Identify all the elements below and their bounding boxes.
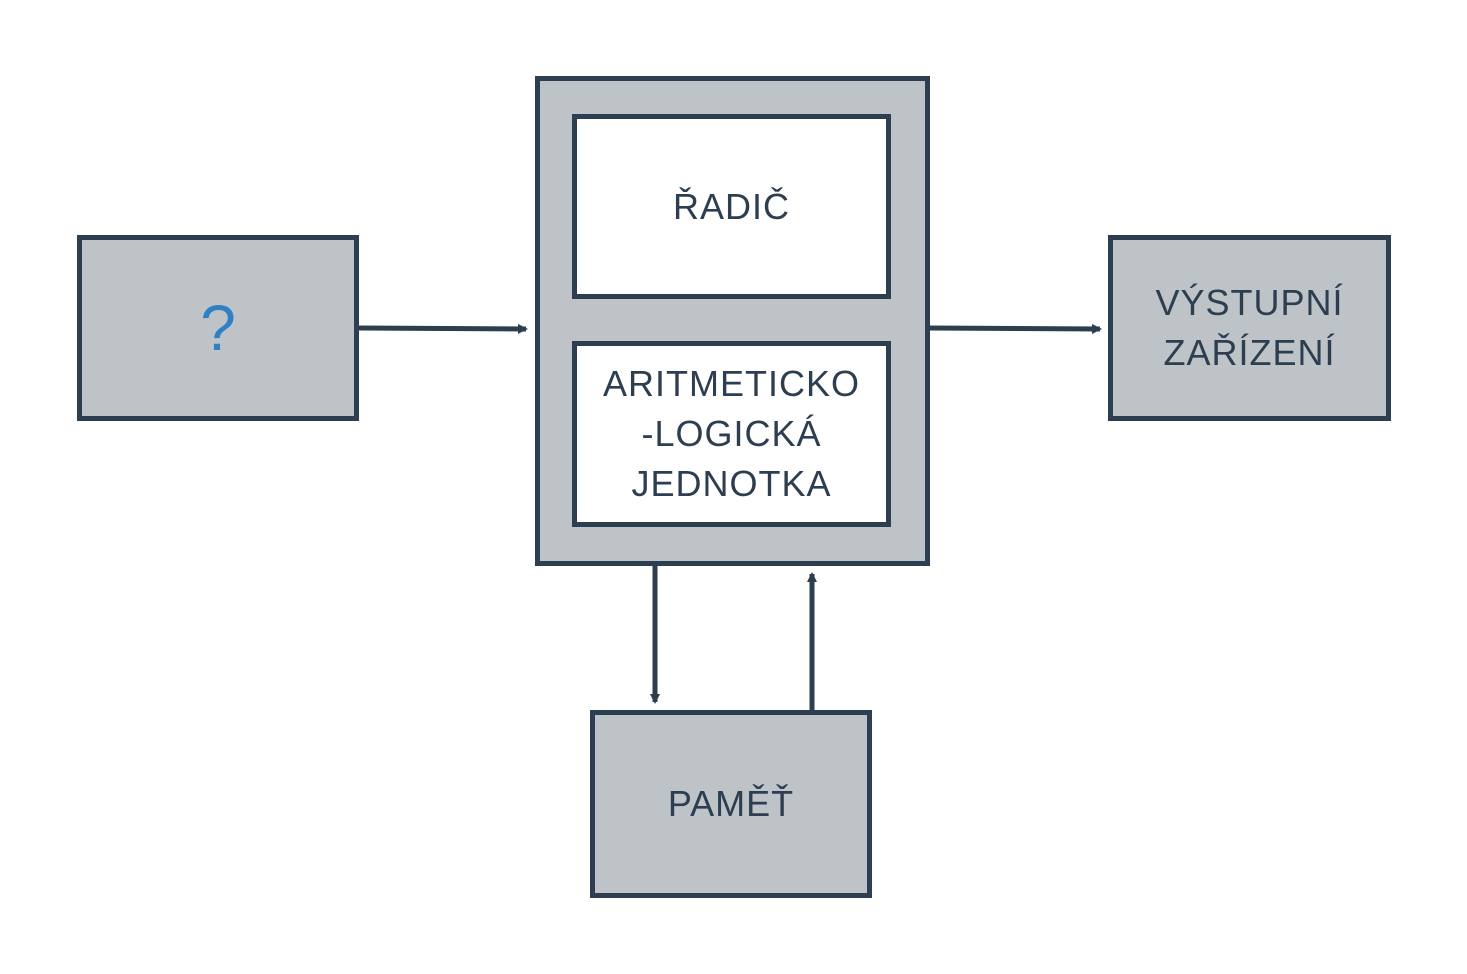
arrow-input-to-cpu bbox=[358, 323, 528, 334]
output-device-label-line-1: VÝSTUPNÍ bbox=[1155, 282, 1344, 323]
output-device-label-line-2: ZAŘÍZENÍ bbox=[1163, 332, 1336, 373]
input-device-box: ? bbox=[77, 235, 359, 421]
alu-label-line-2: -LOGICKÁ bbox=[641, 413, 822, 454]
control-unit-label: ŘADIČ bbox=[672, 185, 790, 227]
alu-box: ARITMETICKO -LOGICKÁ JEDNOTKA bbox=[572, 341, 891, 527]
control-unit-box: ŘADIČ bbox=[572, 114, 891, 299]
output-device-box: VÝSTUPNÍ ZAŘÍZENÍ bbox=[1108, 235, 1391, 421]
alu-label-line-1: ARITMETICKO bbox=[602, 363, 860, 404]
arrow-cpu-to-output bbox=[929, 323, 1102, 334]
alu-label-line-3: JEDNOTKA bbox=[631, 463, 832, 504]
memory-label: PAMĚŤ bbox=[667, 783, 795, 824]
input-device-label: ? bbox=[200, 292, 236, 364]
memory-box: PAMĚŤ bbox=[590, 710, 872, 898]
